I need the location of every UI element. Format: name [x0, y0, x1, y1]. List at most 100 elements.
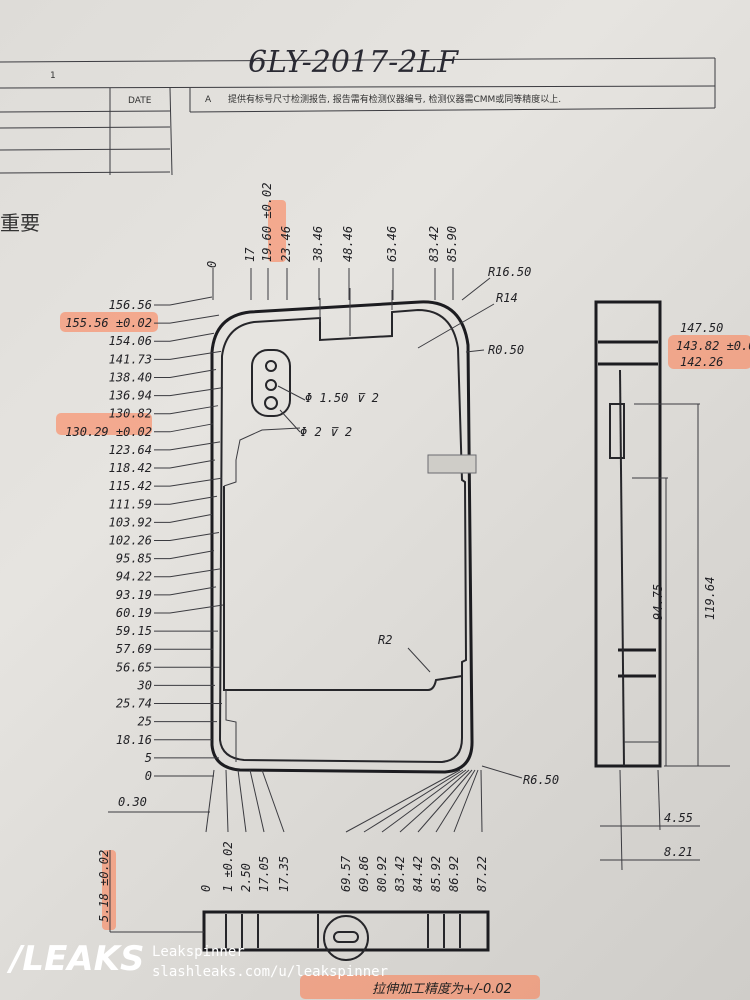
left-leader-line	[154, 513, 213, 523]
bottom-leader-line	[249, 769, 265, 833]
top-dimension-label: 19.60 ±0.02	[260, 183, 274, 262]
bottom-leader-line	[381, 769, 467, 833]
left-leader-line	[154, 459, 216, 469]
bottom-leader-line	[417, 769, 473, 833]
left-dimension-label: 57.69	[116, 642, 152, 656]
bottom-dimension-label: 86.92	[447, 856, 461, 892]
radius-label: R0.50	[488, 343, 524, 357]
highlight-right	[668, 335, 750, 369]
inspection-note: 提供有标号尺寸检测报告, 报告需有检测仪器编号, 检测仪器需CMM或同等精度以上…	[228, 93, 561, 105]
revision-mark: A	[205, 95, 212, 105]
top-dimension-label: 38.46	[311, 226, 325, 263]
left-dimension-label: 138.40	[109, 370, 152, 384]
bottom-dimension-label: 1 ±0.02	[221, 841, 235, 892]
callouts: R16.50 R14 R0.50 R2 R6.50 Φ 1.50 ⊽ 2 Φ 2…	[108, 265, 559, 813]
left-leader-line	[154, 550, 215, 560]
watermark-brand: /LEAKS	[6, 939, 144, 979]
highlight-bottom-note	[300, 975, 540, 999]
highlights	[56, 200, 750, 999]
side-dim-bottom: 4.55	[664, 811, 693, 825]
side-dim-top: 147.50	[680, 321, 723, 335]
left-leader-line	[154, 332, 215, 342]
bottom-leader-line	[399, 769, 470, 833]
bottom-view-dim: 5.18 ±0.02	[97, 850, 111, 922]
watermark-user: Leakspinner	[152, 944, 245, 960]
side-dim-top: 142.26	[680, 355, 723, 369]
highlight-bottom-left	[102, 850, 116, 930]
left-dimension-label: 0	[145, 769, 152, 783]
side-dim-vertical: 94.75	[651, 584, 665, 620]
bottom-dimension-label: 87.22	[475, 856, 489, 892]
bottom-dimension-label: 69.86	[357, 856, 371, 892]
bottom-dimension-label: 17.05	[257, 856, 271, 892]
left-leader-line	[154, 477, 223, 487]
left-dimension-label: 60.19	[116, 606, 152, 620]
left-dimension-label: 136.94	[109, 389, 152, 403]
bottom-view: 5.18 ±0.02 拉伸加工精度为+/-0.02	[97, 850, 512, 997]
bottom-leader-line	[453, 769, 479, 833]
left-dimension-label: 115.42	[109, 479, 152, 493]
left-dimension-label: 59.15	[116, 624, 152, 638]
hole-label: Φ 1.50 ⊽ 2	[305, 391, 379, 405]
top-dimension-label: 23.46	[279, 226, 293, 262]
left-leader-line	[154, 368, 217, 378]
left-leader-line	[154, 387, 224, 397]
left-dimension-label: 154.06	[109, 334, 152, 348]
tolerance-note: 拉伸加工精度为+/-0.02	[372, 981, 512, 997]
watermark: /LEAKS Leakspinner slashleaks.com/u/leak…	[6, 939, 388, 980]
top-dimension-label: 85.90	[445, 226, 459, 262]
bottom-leader-line	[435, 769, 476, 833]
radius-label: R16.50	[488, 265, 531, 279]
left-leader-line	[154, 604, 224, 614]
left-dimension-label: 141.73	[109, 352, 152, 366]
left-leader-line	[154, 296, 213, 306]
left-leader-line	[154, 568, 222, 578]
left-dimension-label: 102.26	[109, 534, 152, 548]
front-view	[210, 288, 477, 774]
bottom-leader-line	[480, 769, 483, 833]
bottom-dimension-label: 85.92	[429, 856, 443, 892]
sheet-mark: 1	[50, 71, 56, 81]
bottom-leader-line	[363, 769, 464, 833]
bottom-dimension-label: 80.92	[375, 856, 389, 892]
bottom-dimension-label: 83.42	[393, 856, 407, 892]
top-dimension-label: 48.46	[341, 226, 355, 262]
left-dimension-label: 93.19	[116, 588, 152, 602]
top-dimension-label: 0	[205, 261, 219, 268]
highlight-left-1	[60, 312, 158, 332]
left-leader-line	[154, 314, 220, 324]
left-dimension-label: 123.64	[109, 443, 152, 457]
left-dimension-labels: 156.56 155.56 ±0.02 154.06 141.73 138.40 136.…	[65, 296, 224, 783]
bottom-leader-line	[237, 769, 247, 833]
left-leader-line	[154, 441, 221, 451]
top-dimension-label: 63.46	[385, 226, 399, 262]
left-dimension-label: 18.16	[116, 733, 152, 747]
left-dimension-label: 155.56 ±0.02	[65, 316, 152, 330]
highlight-left-2	[56, 413, 152, 435]
left-dimension-label: 25	[138, 715, 152, 729]
left-dimension-label: 5	[145, 751, 152, 765]
left-leader-line	[154, 350, 222, 360]
left-leader-line	[154, 586, 217, 596]
left-dimension-label: 94.22	[116, 570, 152, 584]
offset-label: 0.30	[118, 795, 147, 809]
side-dim-bottom: 8.21	[664, 845, 693, 859]
top-dimension-label: 83.42	[427, 226, 441, 262]
left-dimension-label: 156.56	[109, 298, 152, 312]
bottom-leader-line	[205, 769, 215, 833]
left-leader-line	[154, 405, 219, 415]
side-dim-vertical: 119.64	[703, 577, 717, 620]
left-dimension-label: 111.59	[109, 497, 152, 511]
bottom-leader-line	[225, 769, 229, 833]
hole-label: Φ 2 ⊽ 2	[300, 425, 352, 439]
left-dimension-label: 130.29 ±0.02	[65, 425, 152, 439]
left-dimension-label: 103.92	[109, 515, 152, 529]
bottom-dimension-label: 69.57	[339, 855, 353, 892]
left-dimension-label: 56.65	[116, 660, 152, 674]
left-dimension-label: 95.85	[116, 552, 152, 566]
top-dimension-label: 17	[243, 247, 257, 262]
left-dimension-label: 130.82	[109, 407, 152, 421]
